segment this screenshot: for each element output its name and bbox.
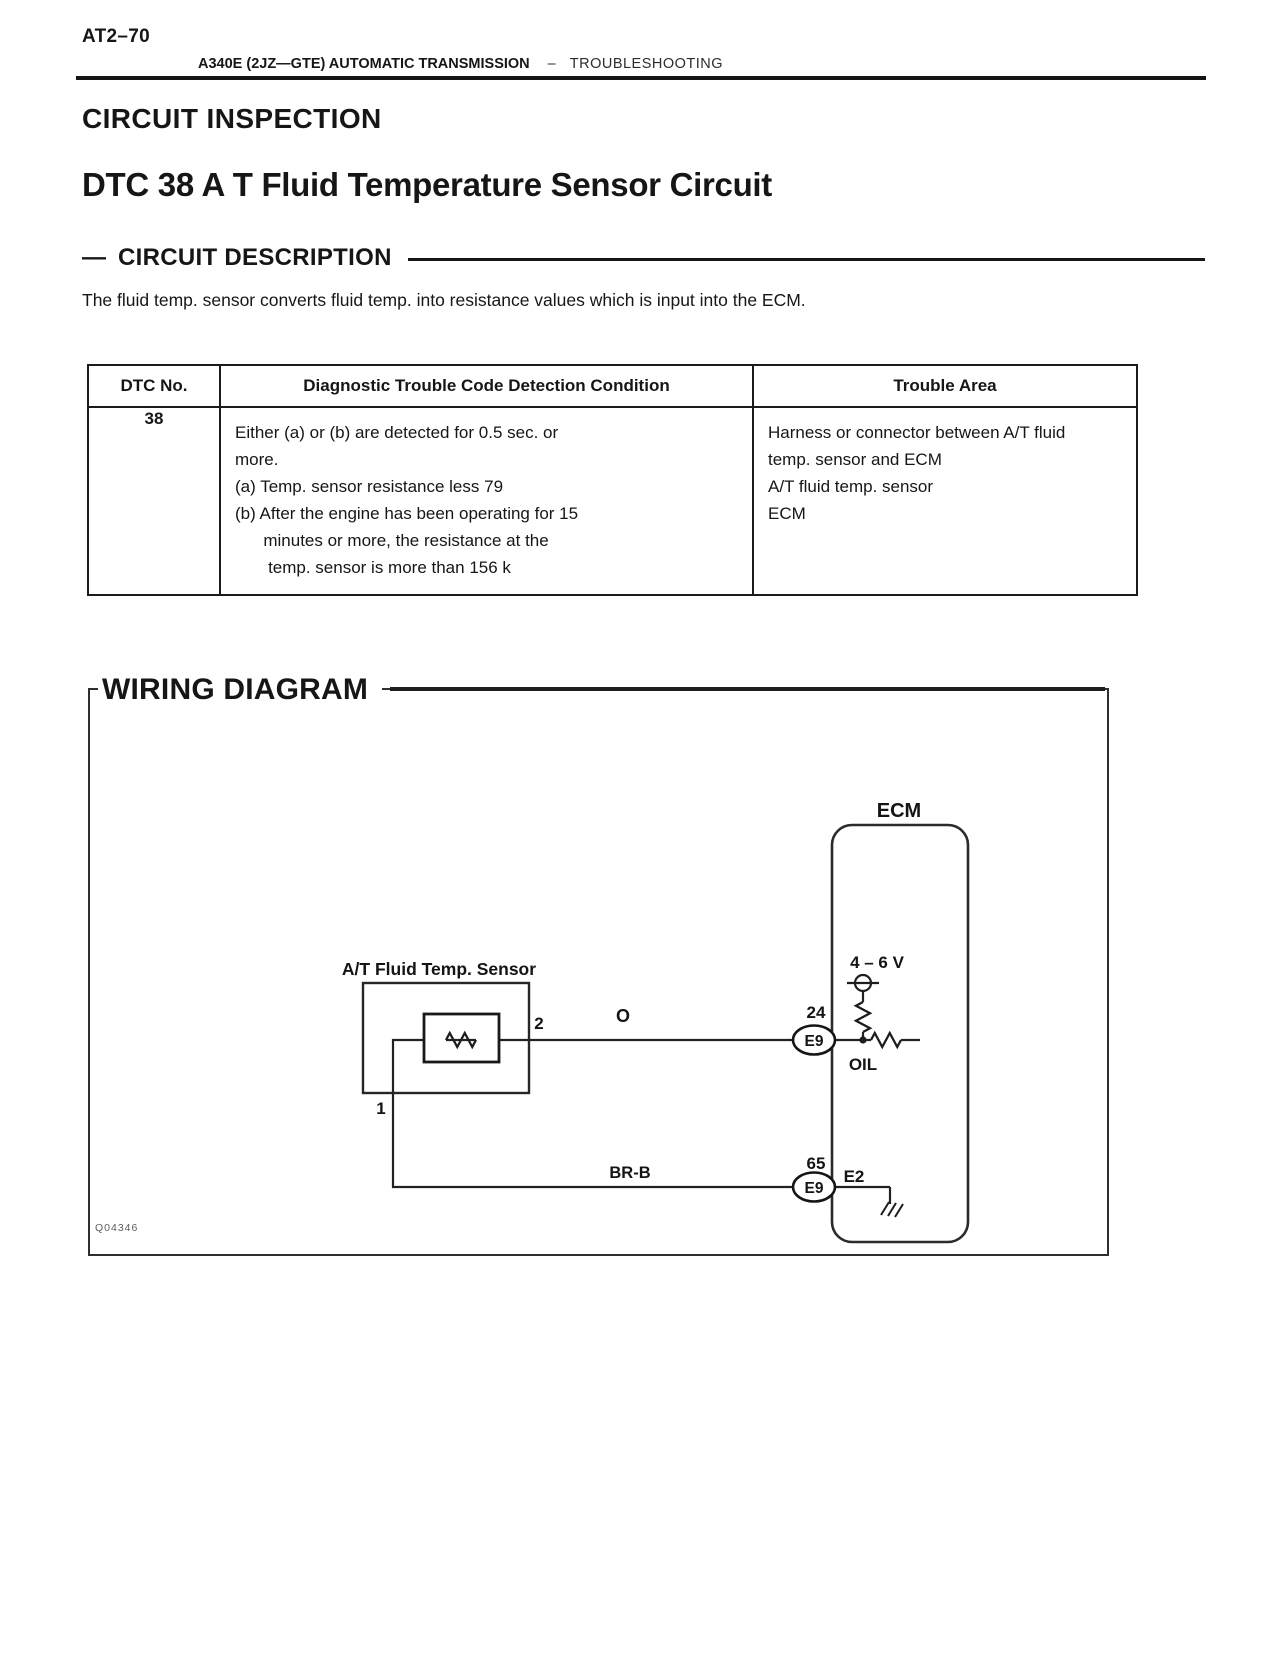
cell-detection-condition: Either (a) or (b) are detected for 0.5 s… bbox=[219, 406, 754, 596]
ecm-series-resistor-icon bbox=[869, 1030, 903, 1050]
circuit-description-header: — CIRCUIT DESCRIPTION bbox=[82, 244, 1205, 272]
circuit-description-label: CIRCUIT DESCRIPTION bbox=[118, 244, 392, 271]
ecm-pullup-resistor-icon bbox=[853, 1000, 873, 1034]
header-dtc-no: DTC No. bbox=[87, 364, 221, 408]
header-trouble-area: Trouble Area bbox=[752, 364, 1138, 408]
pin-24-label: 24 bbox=[807, 1003, 826, 1022]
dtc-title: DTC 38 A T Fluid Temperature Sensor Circ… bbox=[82, 166, 772, 203]
e9-top-label: E9 bbox=[805, 1033, 824, 1050]
wiring-diagram-heading: WIRING DIAGRAM bbox=[98, 673, 383, 707]
circuit-description-dash: — bbox=[82, 244, 106, 271]
connector-e9-bottom bbox=[791, 1171, 837, 1203]
subtitle-transmission: A340E (2JZ—GTE) AUTOMATIC TRANSMISSION bbox=[198, 56, 530, 72]
subtitle-section: TROUBLESHOOTING bbox=[569, 56, 724, 72]
page-subtitle: A340E (2JZ—GTE) AUTOMATIC TRANSMISSION –T… bbox=[198, 56, 723, 72]
section-title: CIRCUIT INSPECTION bbox=[82, 103, 382, 134]
wiring-diagram-figure: ECM A/T Fluid Temp. Sensor 4 – 6 V 24 2 … bbox=[342, 800, 970, 1244]
connector-e9-top bbox=[791, 1024, 837, 1056]
subtitle-dash: – bbox=[547, 56, 556, 72]
sensor-outer-box bbox=[361, 981, 531, 1095]
header-condition: Diagnostic Trouble Code Detection Condit… bbox=[219, 364, 754, 408]
ground-icon bbox=[880, 1201, 904, 1218]
voltage-label: 4 – 6 V bbox=[850, 953, 905, 972]
table-row: 38 Either (a) or (b) are detected for 0.… bbox=[87, 406, 1138, 596]
cell-dtc-no: 38 bbox=[87, 406, 221, 596]
e2-label: E2 bbox=[844, 1167, 865, 1186]
dtc-table: DTC No. Diagnostic Trouble Code Detectio… bbox=[87, 364, 1138, 596]
header-rule bbox=[76, 76, 1206, 80]
wiring-diagram-box: WIRING DIAGRAM Q04346 bbox=[88, 673, 1109, 1256]
pin-1-label: 1 bbox=[376, 1099, 385, 1118]
oil-label: OIL bbox=[849, 1055, 877, 1074]
page-code: AT2–70 bbox=[82, 26, 150, 47]
junction-dot bbox=[859, 1036, 867, 1044]
voltage-source-icon bbox=[847, 973, 879, 993]
wire-sensor-ground bbox=[391, 1038, 890, 1189]
ecm-label: ECM bbox=[877, 800, 921, 822]
wire-brb-label: BR-B bbox=[609, 1164, 650, 1182]
circuit-description-text: The fluid temp. sensor converts fluid te… bbox=[82, 290, 806, 310]
figure-code: Q04346 bbox=[95, 1222, 139, 1234]
e9-bottom-label: E9 bbox=[805, 1180, 824, 1197]
cell-trouble-area: Harness or connector between A/T fluid t… bbox=[752, 406, 1138, 596]
circuit-description-rule bbox=[407, 257, 1205, 261]
sensor-label: A/T Fluid Temp. Sensor bbox=[342, 959, 536, 979]
wire-o-label: O bbox=[616, 1006, 630, 1026]
sensor-resistor-redraw bbox=[444, 1030, 478, 1050]
pin-65-label: 65 bbox=[807, 1154, 826, 1173]
table-header-row: DTC No. Diagnostic Trouble Code Detectio… bbox=[87, 364, 1138, 408]
pin-2-label: 2 bbox=[534, 1014, 543, 1033]
wiring-heading-rule bbox=[390, 687, 1105, 691]
